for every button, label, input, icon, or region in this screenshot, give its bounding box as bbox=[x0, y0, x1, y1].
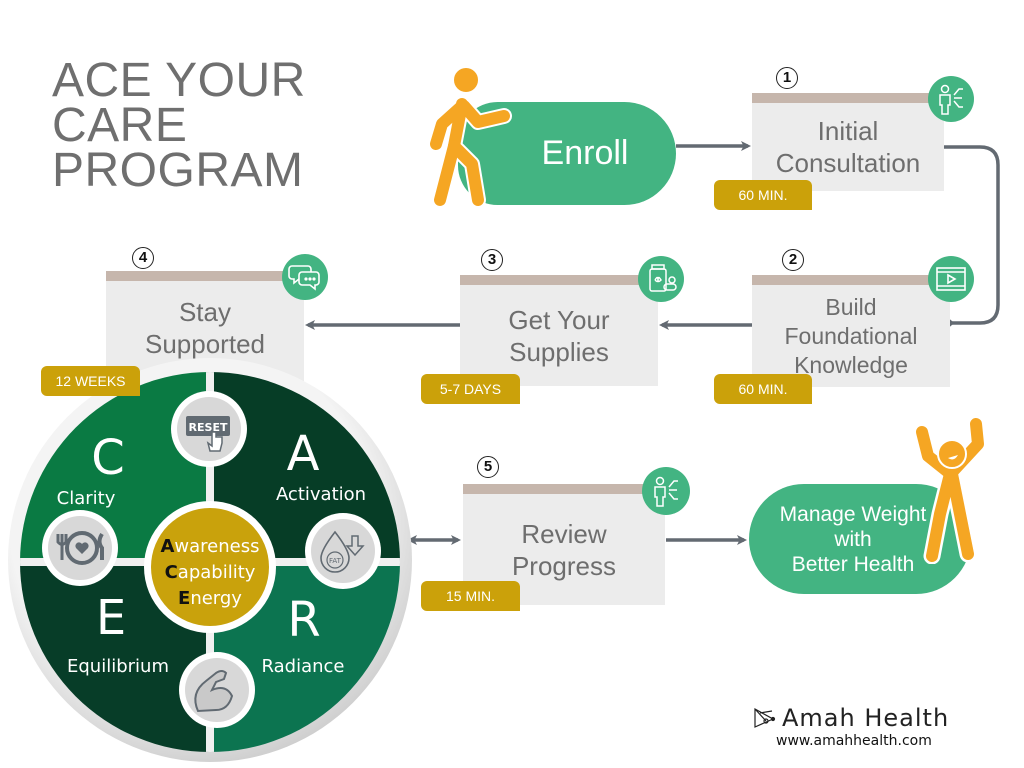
celebrating-person-icon bbox=[913, 415, 987, 564]
goal-label-line: Manage Weight bbox=[779, 502, 927, 526]
duration-badge: 60 MIN. bbox=[714, 180, 812, 210]
quadrant-letter: E bbox=[96, 590, 126, 646]
page-title: ACE YOUR CARE PROGRAM bbox=[52, 54, 306, 197]
supplement-bottle-icon bbox=[638, 256, 684, 302]
title-line: PROGRAM bbox=[52, 144, 304, 197]
step-label-line: Consultation bbox=[775, 148, 921, 178]
quadrant-word: Activation bbox=[276, 484, 366, 505]
step-label-line: Get Your bbox=[508, 304, 610, 335]
step-2-build-foundational-knowledge: Build Foundational Knowledge bbox=[752, 275, 950, 387]
reset-button-icon: RESET bbox=[171, 391, 247, 467]
brand-name: Amah Health bbox=[782, 704, 950, 732]
center-line-awareness: Awareness bbox=[160, 536, 259, 557]
flexed-arm-icon bbox=[179, 652, 255, 728]
step-label-line: Knowledge bbox=[794, 351, 908, 378]
quadrant-letter: A bbox=[287, 426, 320, 482]
duration-badge: 60 MIN. bbox=[714, 374, 812, 404]
step-3-get-your-supplies: Get Your Supplies bbox=[460, 275, 658, 386]
title-line: ACE YOUR bbox=[52, 54, 306, 107]
quadrant-word: Equilibrium bbox=[67, 656, 169, 677]
step-label-line: Build bbox=[825, 293, 877, 320]
quadrant-letter: C bbox=[91, 430, 125, 486]
step-label-line: Progress bbox=[511, 550, 617, 581]
brand-logo: Amah Health bbox=[752, 704, 949, 732]
title-line: CARE bbox=[52, 99, 188, 152]
enroll-pill: Enroll bbox=[458, 102, 676, 205]
step-1-initial-consultation: Initial Consultation bbox=[752, 93, 944, 191]
step-label-line: Stay bbox=[178, 297, 231, 327]
quadrant-word: Radiance bbox=[262, 656, 345, 677]
duration-badge: 5-7 DAYS bbox=[421, 374, 520, 404]
amah-logo-icon bbox=[754, 707, 776, 728]
step-label-line: Supported bbox=[145, 329, 265, 359]
arrow-step1-to-step2 bbox=[944, 145, 1000, 323]
goal-label-line: Better Health bbox=[791, 552, 915, 576]
step-number-3: 3 bbox=[481, 249, 503, 271]
step-number-4: 4 bbox=[132, 247, 154, 269]
step-label-line: Initial bbox=[817, 116, 879, 146]
goal-label-line: with bbox=[834, 527, 872, 551]
step-number-1: 1 bbox=[776, 67, 798, 89]
brand-url[interactable]: www.amahhealth.com bbox=[776, 733, 932, 749]
walking-person-icon bbox=[428, 66, 512, 208]
enroll-label: Enroll bbox=[541, 134, 629, 172]
quadrant-word: Clarity bbox=[57, 488, 116, 509]
care-wheel: C Clarity A Activation E Equilibrium R R… bbox=[8, 356, 412, 768]
duration-badge: 12 WEEKS bbox=[41, 366, 140, 396]
svg-text:FAT: FAT bbox=[329, 557, 342, 565]
wheel-graphic: C Clarity A Activation E Equilibrium R R… bbox=[20, 372, 400, 752]
fat-drop-down-icon: FAT bbox=[305, 513, 381, 589]
consultation-person-icon bbox=[642, 467, 690, 515]
video-film-icon bbox=[928, 256, 974, 302]
step-number-2: 2 bbox=[782, 249, 804, 271]
step-label-line: Foundational bbox=[784, 322, 918, 349]
step-label-line: Review bbox=[521, 518, 607, 549]
svg-text:RESET: RESET bbox=[189, 421, 228, 434]
center-line-energy: Energy bbox=[178, 588, 242, 609]
plate-heart-icon bbox=[42, 510, 118, 586]
chat-bubbles-icon bbox=[282, 254, 328, 300]
center-line-capability: Capability bbox=[165, 562, 256, 583]
step-number-5: 5 bbox=[477, 456, 499, 478]
consultation-person-icon bbox=[928, 76, 974, 122]
quadrant-letter: R bbox=[287, 592, 320, 648]
step-label-line: Supplies bbox=[509, 336, 609, 367]
duration-badge: 15 MIN. bbox=[421, 581, 520, 611]
